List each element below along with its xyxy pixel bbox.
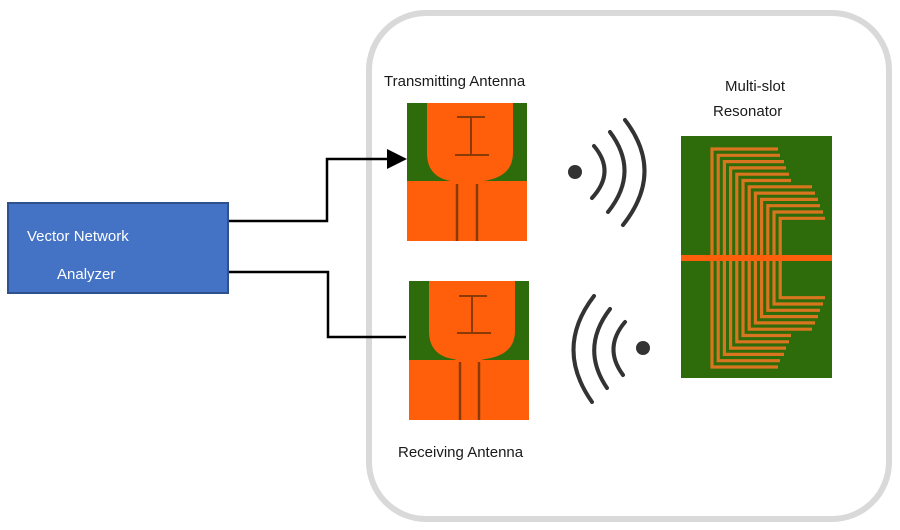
receiving-antenna	[409, 281, 529, 420]
resonator-label-line1: Multi-slot	[725, 78, 786, 95]
resonator-label-line2: Resonator	[713, 103, 783, 120]
tx-radiating-patch	[427, 103, 513, 241]
measurement-enclosure	[366, 10, 892, 522]
wireless-signal-left-icon	[571, 294, 650, 404]
rx-radiating-patch	[429, 281, 515, 420]
vna-label-line2: Analyzer	[57, 266, 116, 283]
tx-cable	[229, 149, 407, 223]
rx-wave-source-dot	[636, 341, 650, 355]
rx-cable	[229, 270, 406, 339]
resonator-feedline	[681, 255, 832, 261]
rx-wave-arc-2	[592, 307, 612, 390]
multi-slot-resonator	[681, 136, 832, 378]
tx-wave-arc-2	[606, 130, 627, 214]
wireless-signal-right-icon	[568, 118, 647, 227]
rx-wave-arc-3	[571, 294, 596, 404]
tx-wave-arc-3	[621, 118, 647, 227]
vector-network-analyzer-block: Vector Network Analyzer	[7, 202, 229, 294]
rx-wave-arc-1	[611, 320, 627, 377]
rx-i-slot	[457, 295, 491, 334]
transmitting-antenna	[407, 103, 527, 241]
tx-wave-source-dot	[568, 165, 582, 179]
tx-wave-arc-1	[590, 144, 607, 200]
tx-i-slot	[455, 116, 489, 156]
transmitting-antenna-label: Transmitting Antenna	[384, 73, 526, 90]
vna-label-line1: Vector Network	[27, 228, 129, 245]
receiving-antenna-label: Receiving Antenna	[398, 444, 524, 461]
